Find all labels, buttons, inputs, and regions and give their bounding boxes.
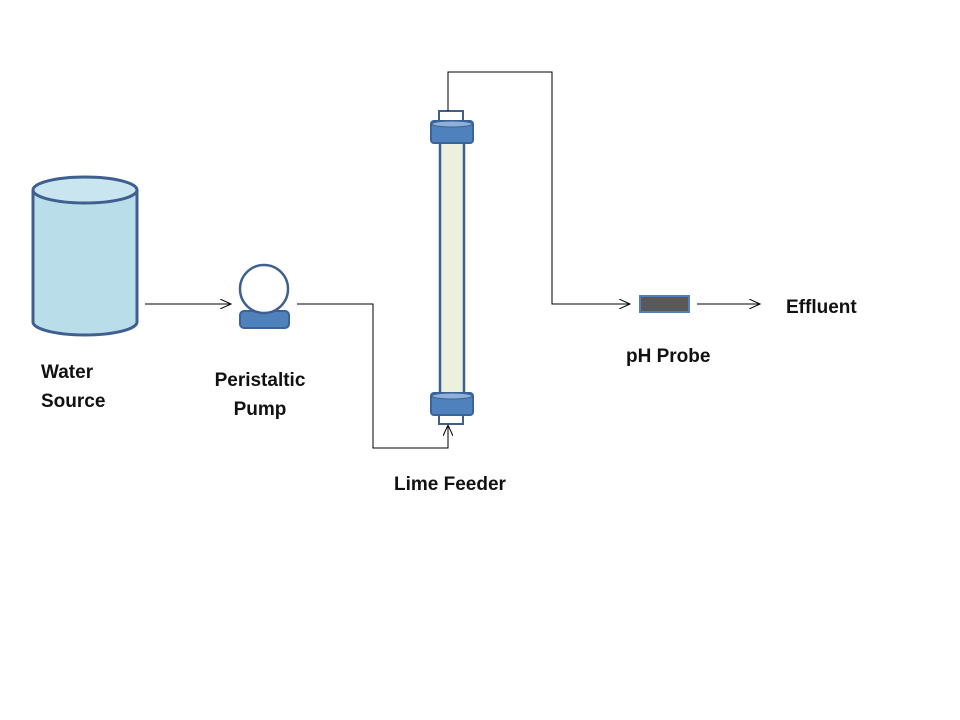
peristaltic-pump-icon xyxy=(238,263,290,329)
lime-feeder-label: Lime Feeder xyxy=(394,474,506,495)
ph-probe-label: pH Probe xyxy=(626,346,711,367)
lime-feeder-column-icon xyxy=(430,110,474,425)
ph-probe-icon xyxy=(639,295,690,313)
water-source-tank-icon xyxy=(31,175,139,337)
flow-line-pump-to-feeder xyxy=(297,303,448,449)
water-source-label: Water Source xyxy=(41,362,106,412)
effluent-label: Effluent xyxy=(786,297,857,318)
flow-line-feeder-to-probe xyxy=(447,71,630,304)
peristaltic-pump-label: Peristaltic Pump xyxy=(214,370,306,420)
